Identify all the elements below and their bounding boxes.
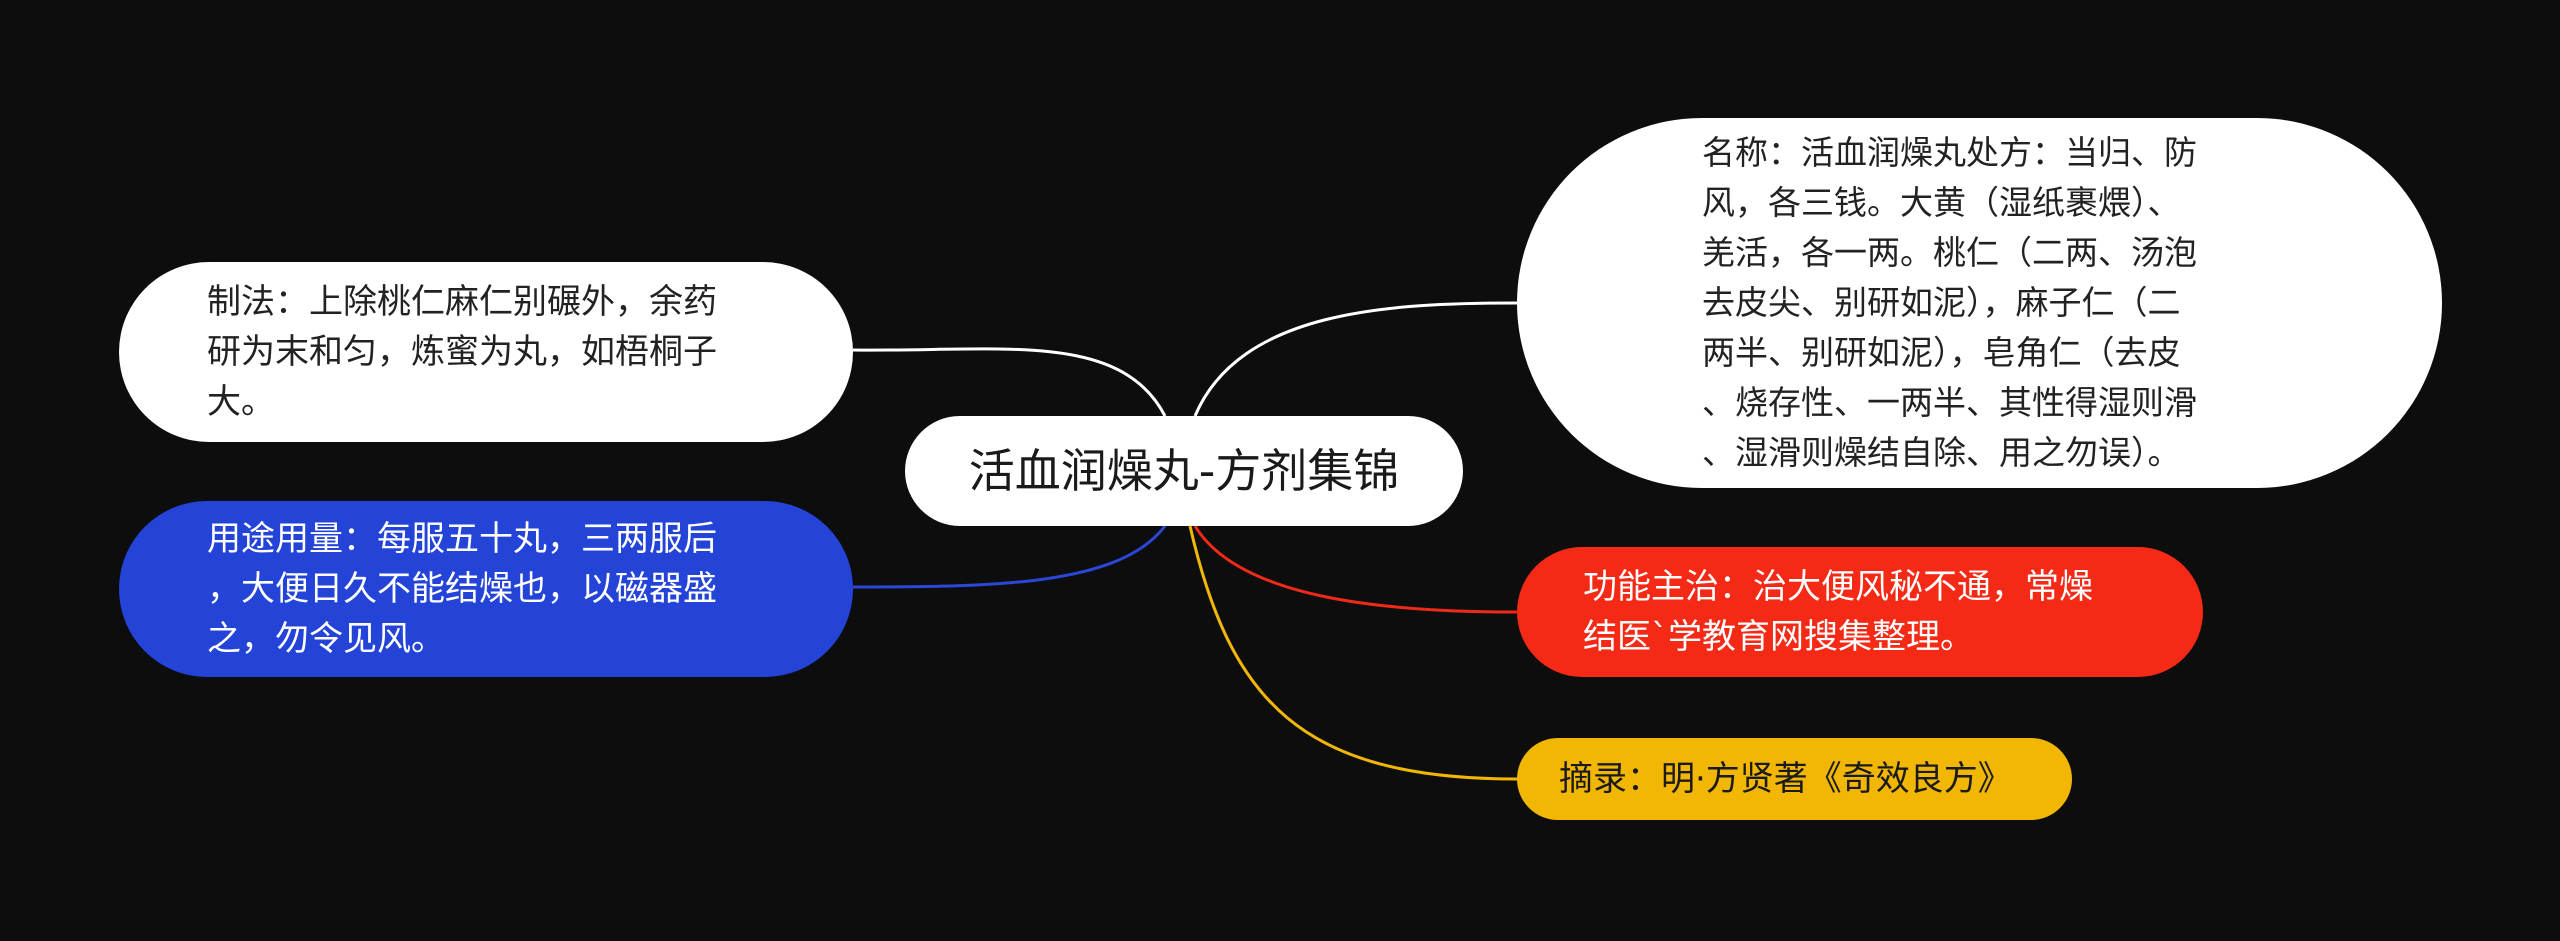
center-topic-title: 活血润燥丸-方剂集锦 bbox=[968, 444, 1400, 498]
branch-node-name-prescription[interactable]: 名称：活血润燥丸处方：当归、防 风，各三钱。大黄（湿纸裹煨）、 羌活，各一两。桃… bbox=[1517, 118, 2442, 488]
branch-node-preparation[interactable]: 制法：上除桃仁麻仁别碾外，余药 研为末和匀，炼蜜为丸，如梧桐子 大。 bbox=[119, 262, 853, 442]
branch-node-usage-dosage[interactable]: 用途用量：每服五十丸，三两服后 ，大便日久不能结燥也，以磁器盛 之，勿令见风。 bbox=[119, 501, 853, 677]
branch-node-indications[interactable]: 功能主治：治大便风秘不通，常燥 结医`学教育网搜集整理。 bbox=[1517, 547, 2203, 677]
branch-indications-text: 功能主治：治大便风秘不通，常燥 结医`学教育网搜集整理。 bbox=[1583, 567, 2093, 657]
connector-zhailu bbox=[1188, 525, 1518, 781]
connector-mingcheng bbox=[1193, 301, 1518, 417]
connector-zhifa bbox=[852, 347, 1167, 417]
connector-gongneng bbox=[1193, 525, 1518, 614]
connector-yongtu bbox=[852, 525, 1167, 589]
center-topic-node[interactable]: 活血润燥丸-方剂集锦 bbox=[905, 416, 1463, 526]
branch-usage-dosage-text: 用途用量：每服五十丸，三两服后 ，大便日久不能结燥也，以磁器盛 之，勿令见风。 bbox=[207, 519, 717, 659]
branch-name-prescription-text: 名称：活血润燥丸处方：当归、防 风，各三钱。大黄（湿纸裹煨）、 羌活，各一两。桃… bbox=[1702, 133, 2197, 472]
branch-node-source[interactable]: 摘录：明·方贤著《奇效良方》 bbox=[1517, 738, 2072, 820]
branch-preparation-text: 制法：上除桃仁麻仁别碾外，余药 研为末和匀，炼蜜为丸，如梧桐子 大。 bbox=[207, 282, 717, 422]
branch-source-text: 摘录：明·方贤著《奇效良方》 bbox=[1559, 759, 2012, 799]
